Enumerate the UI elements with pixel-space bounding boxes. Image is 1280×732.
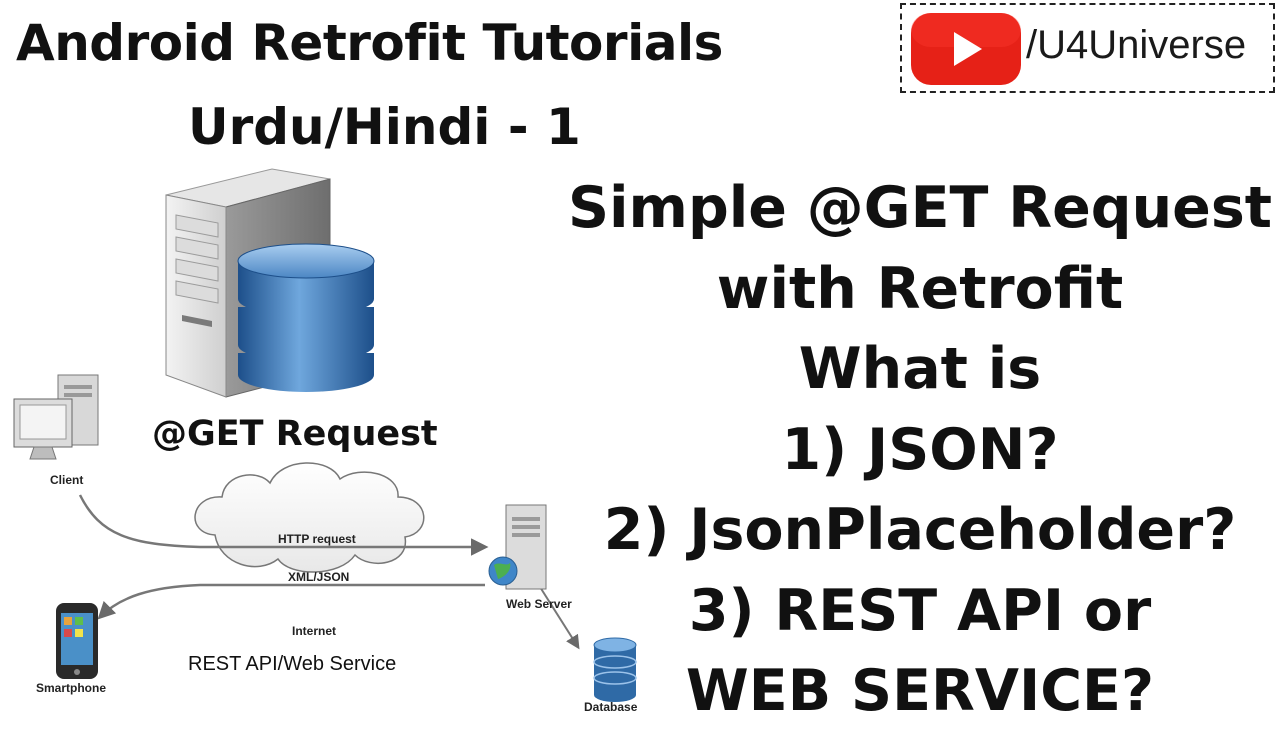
http-request-label: HTTP request	[278, 532, 356, 546]
smartphone-label: Smartphone	[36, 681, 107, 695]
topic-line: with Retrofit	[716, 255, 1124, 322]
database-label: Database	[584, 700, 638, 714]
database-icon	[237, 243, 375, 392]
diagram-caption: REST API/Web Service	[188, 653, 397, 675]
topic-line: 1) JSON?	[781, 416, 1059, 483]
web-server-icon	[488, 504, 547, 590]
channel-handle: /U4Universe	[1026, 23, 1247, 67]
title-line-1: Android Retrofit Tutorials	[16, 14, 723, 72]
title-line-2: Urdu/Hindi - 1	[188, 98, 581, 156]
topic-line: 3) REST API or	[688, 577, 1152, 644]
get-request-label: @GET Request	[152, 414, 438, 454]
topic-line: Simple @GET Request	[567, 175, 1273, 241]
rest-diagram	[13, 374, 637, 702]
topic-line: WEB SERVICE?	[685, 658, 1155, 724]
channel-badge: /U4Universe	[900, 3, 1275, 93]
youtube-play-icon	[911, 13, 1021, 85]
topic-line: What is	[798, 336, 1042, 402]
topic-line: 2) JsonPlaceholder?	[603, 497, 1237, 563]
small-database-icon	[593, 637, 637, 702]
web-server-label: Web Server	[506, 597, 572, 611]
topic-list: Simple @GET Request with Retrofit What i…	[560, 168, 1280, 732]
server-illustration	[165, 168, 375, 398]
xml-json-label: XML/JSON	[288, 570, 350, 584]
internet-cloud-icon	[194, 462, 425, 573]
client-computer-icon	[13, 374, 99, 460]
smartphone-icon	[56, 603, 98, 679]
internet-label: Internet	[292, 624, 337, 638]
client-label: Client	[50, 473, 84, 487]
